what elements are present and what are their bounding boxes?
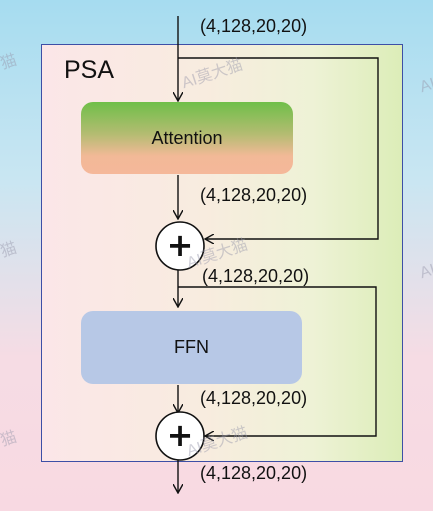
attention-block: Attention bbox=[81, 102, 293, 174]
shape-label-add1: (4,128,20,20) bbox=[202, 266, 310, 286]
psa-title: PSA bbox=[64, 56, 115, 84]
add-node-1 bbox=[155, 221, 205, 271]
attention-label: Attention bbox=[151, 127, 223, 148]
ffn-block: FFN bbox=[81, 311, 302, 384]
shape-label-input: (4,128,20,20) bbox=[200, 16, 308, 36]
ffn-label: FFN bbox=[174, 337, 209, 357]
residual-1 bbox=[178, 57, 379, 239]
add-symbol-2: + bbox=[167, 416, 194, 454]
shape-label-ffn: (4,128,20,20) bbox=[200, 388, 308, 408]
add-symbol-1: + bbox=[167, 226, 194, 264]
shape-label-attention: (4,128,20,20) bbox=[200, 185, 308, 205]
shape-label-output: (4,128,20,20) bbox=[200, 463, 308, 483]
residual-2 bbox=[178, 286, 377, 436]
add-node-2 bbox=[155, 411, 205, 461]
